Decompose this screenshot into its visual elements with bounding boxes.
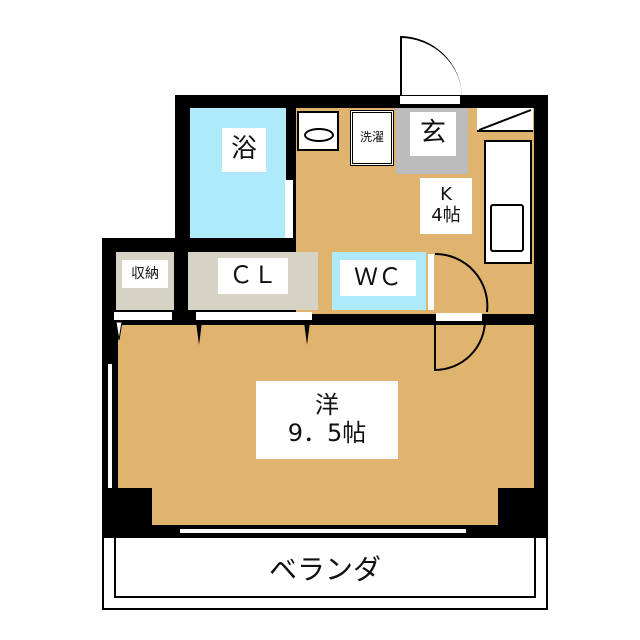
closet-label: ＣＬ: [218, 258, 288, 294]
entry-door-opening: [400, 96, 460, 104]
sink: [490, 204, 524, 252]
western-room-label: 洋 9．5帖: [256, 381, 398, 459]
bath-door: [285, 180, 293, 238]
entrance: 玄: [396, 108, 468, 174]
balcony-window: [180, 527, 466, 535]
storage: 収納: [116, 252, 174, 310]
storage-door[interactable]: [114, 312, 172, 320]
laundry-label: 洗濯: [353, 113, 391, 163]
laundry-space: 洗濯: [350, 110, 394, 166]
bath-label: 浴: [222, 128, 266, 172]
entrance-label: 玄: [410, 112, 456, 156]
veranda-label: ベランダ: [268, 553, 381, 586]
veranda: ベランダ: [102, 536, 548, 610]
western-room-door[interactable]: [436, 313, 482, 321]
toilet-label: ＷＣ: [340, 260, 416, 296]
shoe-cabinet: [477, 108, 533, 132]
storage-label: 収納: [122, 260, 168, 288]
kitchen-counter: [484, 140, 532, 264]
bath: 浴: [190, 108, 286, 238]
toilet: ＷＣ: [332, 252, 426, 310]
kitchen-label: K 4帖: [420, 178, 472, 234]
washbasin: [297, 111, 339, 151]
closet: ＣＬ: [188, 252, 318, 310]
pillar-left: [102, 488, 152, 538]
side-window: [106, 364, 114, 488]
toilet-door[interactable]: [428, 254, 434, 310]
pillar-right: [498, 488, 548, 538]
closet-door[interactable]: [196, 312, 312, 320]
